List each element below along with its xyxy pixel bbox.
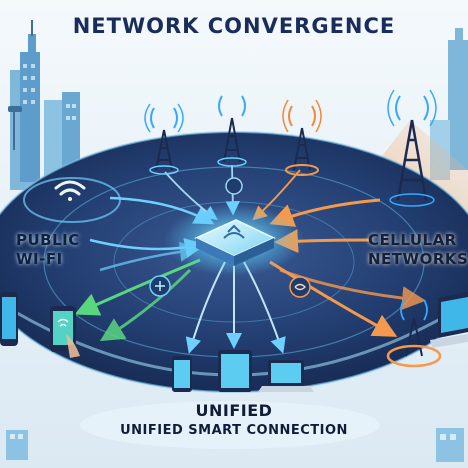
corner-building-right <box>436 428 464 462</box>
cell-tower-icon <box>217 95 247 167</box>
wifi-icon <box>54 180 86 201</box>
link-node-icon <box>225 177 243 195</box>
laptop-icon <box>258 360 314 392</box>
bottom-label-backdrop <box>80 401 380 449</box>
public-wifi-label-line2: WI-FI <box>16 250 63 268</box>
cell-tower-icon <box>144 103 184 175</box>
cellular-networks-label: CELLULAR NETWORKS <box>368 231 468 269</box>
unified-label: UNIFIED <box>195 401 273 420</box>
wifi-glow-ring <box>23 177 121 223</box>
hand-icon <box>66 334 80 358</box>
laptop-icon <box>430 292 468 348</box>
link-node-icon <box>289 276 311 298</box>
corner-building-left <box>6 430 28 460</box>
cell-tower-icon <box>387 89 437 207</box>
cellular-networks-label-line2: NETWORKS <box>368 250 468 268</box>
cell-tower-icon <box>386 299 442 368</box>
router-hub <box>194 219 276 266</box>
tablet-icon <box>218 350 252 392</box>
city-skyline-left <box>8 20 80 190</box>
public-wifi-label-line1: PUBLIC <box>16 231 80 249</box>
public-wifi-label: PUBLIC WI-FI <box>16 231 80 269</box>
diagram-title: NETWORK CONVERGENCE <box>72 14 396 38</box>
cellular-networks-label-line1: CELLULAR <box>368 231 457 249</box>
smartphone-icon <box>172 356 192 392</box>
smartphone-icon <box>0 292 18 346</box>
cell-tower-icon <box>282 99 322 176</box>
unified-smart-connection-label: UNIFIED SMART CONNECTION <box>120 423 348 438</box>
